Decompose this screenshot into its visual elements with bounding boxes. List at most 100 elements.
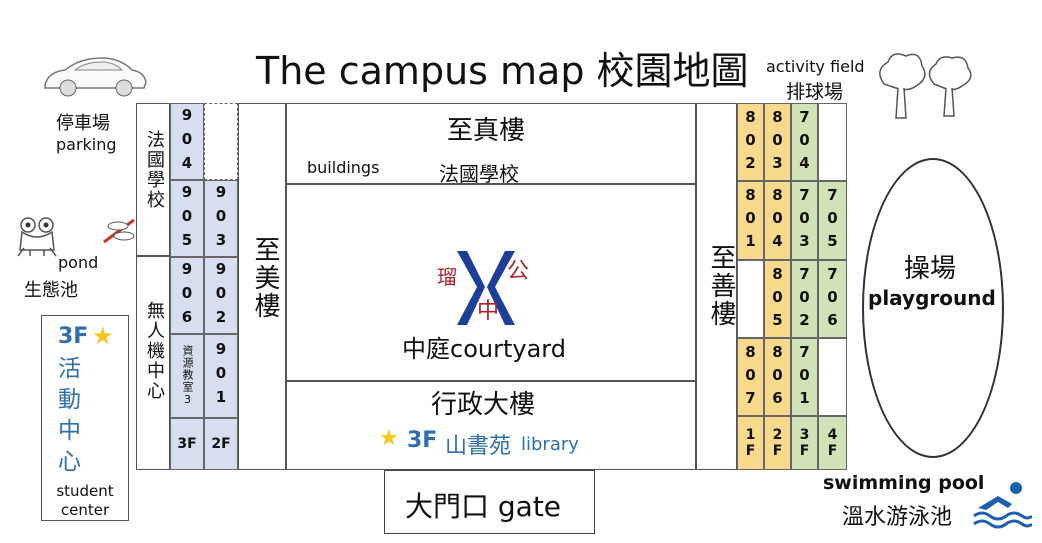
floor-text: 2F: [211, 436, 231, 452]
room-number: 705: [823, 186, 842, 255]
french-school-wing[interactable]: 法國學校: [136, 103, 170, 256]
floor-label-3f: 3F: [170, 418, 204, 470]
room-804[interactable]: 804: [764, 181, 791, 260]
room-903[interactable]: 903: [204, 180, 238, 257]
floor-label-3f-east: 3F: [791, 416, 818, 470]
room-705[interactable]: 705: [818, 181, 847, 260]
room-904[interactable]: 904: [170, 103, 204, 180]
library-en-label: library: [521, 434, 579, 455]
room-802[interactable]: 802: [737, 103, 764, 181]
room-905[interactable]: 905: [170, 180, 204, 257]
parking-en-label: parking: [56, 135, 117, 154]
swim-en-label: swimming pool: [823, 472, 985, 494]
zhimei-building[interactable]: 至美樓: [238, 103, 286, 470]
playground-zh: 操場: [904, 254, 957, 284]
zhizhen-label: 至真樓: [447, 116, 526, 146]
library-floor: 3F: [407, 428, 438, 453]
room-empty-east: [737, 260, 764, 338]
room-number: 904: [178, 105, 196, 178]
room-906[interactable]: 906: [170, 257, 204, 334]
room-806[interactable]: 806: [764, 338, 791, 416]
admin-label: 行政大樓: [431, 390, 536, 420]
room-801[interactable]: 801: [737, 181, 764, 260]
floor-text: 2F: [769, 427, 786, 459]
page-title: The campus map 校園地圖: [256, 49, 749, 93]
zhimei-vertical: 至美樓: [250, 236, 280, 320]
room-number: 901: [212, 340, 230, 412]
star-icon: ★: [379, 426, 399, 451]
swim-zh-label: 溫水游泳池: [842, 505, 953, 530]
room-704[interactable]: 704: [791, 103, 818, 181]
resource-room-label: 資源教室3: [181, 345, 194, 407]
room-number: 703: [795, 186, 814, 255]
room-number: 803: [768, 107, 787, 177]
room-805[interactable]: 805: [764, 260, 791, 338]
floor-label-1f: 1F: [737, 416, 764, 470]
room-702[interactable]: 702: [791, 260, 818, 338]
car-icon: [40, 50, 150, 104]
floor-text: 4F: [824, 427, 841, 459]
floor-label-2f: 2F: [204, 418, 238, 470]
unmanned-center-vertical: 無人機中心: [144, 301, 165, 401]
parking-zh-label: 停車場: [56, 113, 110, 134]
room-number: 905: [178, 182, 196, 255]
admin-building[interactable]: 行政大樓 ★ 3F 山書苑 library: [286, 381, 696, 470]
courtyard-label: 中庭courtyard: [402, 335, 566, 363]
pond-zh-label: 生態池: [24, 280, 78, 301]
student-center[interactable]: 3F ★ 活動中心 student center: [41, 315, 129, 521]
pond-en-label: pond: [58, 253, 99, 272]
tree-icon: [872, 50, 982, 126]
gate-label: 大門口 gate: [405, 490, 562, 523]
room-number: 906: [178, 259, 196, 332]
room-number: 805: [768, 264, 787, 334]
zhizhen-building[interactable]: 至真樓 buildings 法國學校: [286, 103, 696, 186]
activity-field-en: activity field: [766, 57, 865, 76]
playground-en: playground: [868, 286, 996, 310]
logo-char: 瑠: [437, 265, 457, 289]
room-empty-east-top: [818, 103, 847, 181]
room-807[interactable]: 807: [737, 338, 764, 416]
playground[interactable]: 操場 playground: [862, 158, 1004, 458]
swimmer-icon: [972, 478, 1034, 534]
school-logo: 瑠 公 中: [437, 245, 537, 335]
room-number: 807: [741, 342, 760, 412]
frog-icon: [14, 216, 60, 262]
room-803[interactable]: 803: [764, 103, 791, 181]
room-number: 804: [768, 186, 787, 255]
floor-label-4f-east: 4F: [818, 416, 847, 470]
gate[interactable]: 大門口 gate: [384, 470, 595, 534]
room-703[interactable]: 703: [791, 181, 818, 260]
room-number: 806: [768, 342, 787, 412]
library-label: 山書苑: [445, 434, 512, 459]
student-center-en: student center: [56, 482, 114, 519]
buildings-label: buildings: [307, 158, 380, 177]
logo-char: 中: [477, 299, 500, 324]
room-number: 903: [212, 182, 230, 255]
dragonfly-icon: [100, 216, 140, 250]
activity-field-zh: 排球場: [786, 81, 844, 103]
room-901[interactable]: 901: [204, 334, 238, 418]
logo-char: 公: [507, 259, 530, 284]
room-number: 802: [741, 107, 760, 177]
student-center-floor: 3F: [58, 324, 89, 349]
room-empty-east-bottom: [818, 338, 847, 416]
room-701[interactable]: 701: [791, 338, 818, 416]
room-number: 801: [741, 186, 760, 255]
floor-label-2f-east: 2F: [764, 416, 791, 470]
room-706[interactable]: 706: [818, 260, 847, 338]
room-902[interactable]: 902: [204, 257, 238, 334]
room-empty-west: [204, 103, 238, 180]
courtyard[interactable]: 瑠 公 中 中庭courtyard: [286, 184, 696, 381]
star-icon: ★: [92, 322, 114, 350]
french-school-vertical: 法國學校: [144, 130, 165, 210]
resource-room[interactable]: 資源教室3: [170, 334, 204, 418]
zhishan-building[interactable]: 至善樓: [696, 103, 737, 470]
room-number: 706: [823, 264, 842, 334]
unmanned-center-wing[interactable]: 無人機中心: [136, 256, 170, 470]
room-number: 902: [212, 259, 230, 332]
room-number: 704: [795, 107, 814, 177]
floor-text: 3F: [796, 427, 813, 459]
room-number: 702: [795, 264, 814, 334]
french-school-label: 法國學校: [439, 162, 519, 186]
floor-text: 3F: [177, 436, 197, 452]
